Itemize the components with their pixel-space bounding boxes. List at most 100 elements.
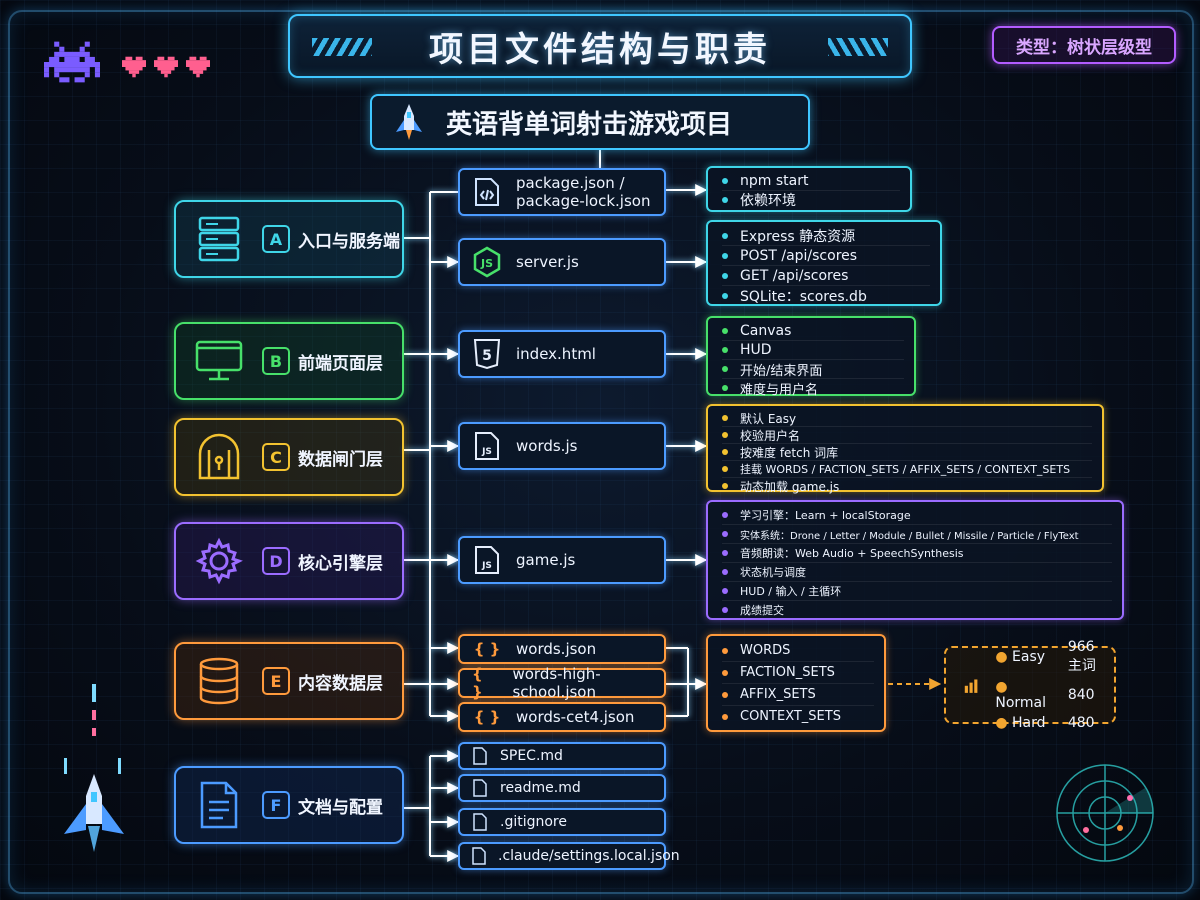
detail-item: 开始/结束界面 xyxy=(722,360,904,379)
svg-text:5: 5 xyxy=(482,348,492,364)
file-words-json[interactable]: { } words.json xyxy=(458,634,666,664)
html5-icon: 5 xyxy=(472,339,502,370)
detail-item: 依赖环境 xyxy=(722,191,900,209)
category-letter: C xyxy=(262,443,290,471)
file-name: server.js xyxy=(516,253,579,271)
title-banner: 项目文件结构与职责 xyxy=(288,14,912,78)
file-name: index.html xyxy=(516,345,596,363)
file-name: SPEC.md xyxy=(500,748,563,764)
nodejs-icon: JS xyxy=(472,246,502,278)
root-node: 英语背单词射击游戏项目 xyxy=(370,94,810,150)
detail-index: Canvas HUD 开始/结束界面 难度与用户名 xyxy=(706,316,916,398)
js-file-icon: JS xyxy=(472,431,502,461)
file-name: words.json xyxy=(516,640,597,658)
file-name: .claude/settings.local.json xyxy=(498,848,680,864)
space-invader-icon xyxy=(44,40,100,88)
detail-package: npm start 依赖环境 xyxy=(706,166,912,212)
detail-item: 动态加载 game.js xyxy=(722,478,1092,494)
heart-icon xyxy=(154,56,178,78)
detail-item: 难度与用户名 xyxy=(722,379,904,398)
detail-item: FACTION_SETS xyxy=(722,662,874,684)
page-title: 项目文件结构与职责 xyxy=(429,29,771,70)
file-index-html[interactable]: 5 index.html xyxy=(458,330,666,378)
file-gitignore[interactable]: .gitignore xyxy=(458,808,666,836)
detail-item: HUD xyxy=(722,341,904,360)
radar-icon xyxy=(1050,758,1160,872)
file-icon xyxy=(472,846,486,866)
root-title: 英语背单词射击游戏项目 xyxy=(446,109,733,140)
category-d: D 核心引擎层 xyxy=(174,522,404,600)
category-label: 数据闸门层 xyxy=(298,449,383,470)
category-label: 入口与服务端 xyxy=(298,231,400,252)
detail-json: WORDS FACTION_SETS AFFIX_SETS CONTEXT_SE… xyxy=(706,634,886,732)
detail-server: Express 静态资源 POST /api/scores GET /api/s… xyxy=(706,220,942,306)
file-icon xyxy=(472,746,488,766)
rocket-icon xyxy=(396,104,422,140)
bar-chart-icon xyxy=(964,679,978,693)
file-name: game.js xyxy=(516,551,576,569)
file-package-json[interactable]: package.json / package-lock.json xyxy=(458,168,666,216)
file-name: package.json / xyxy=(516,174,625,192)
category-c: C 数据闸门层 xyxy=(174,418,404,496)
file-game-js[interactable]: JS game.js xyxy=(458,536,666,584)
detail-game-js: 学习引擎：Learn + localStorage 实体系统：Drone / L… xyxy=(706,500,1124,620)
file-name: words-cet4.json xyxy=(516,708,635,726)
file-words-high-school-json[interactable]: { } words-high-school.json xyxy=(458,665,666,701)
title-stripes-right xyxy=(828,38,888,56)
file-readme-md[interactable]: readme.md xyxy=(458,774,666,802)
file-name: words-high-school.json xyxy=(512,665,601,701)
gear-icon xyxy=(190,535,248,587)
file-claude-settings[interactable]: .claude/settings.local.json xyxy=(458,842,680,870)
file-name: package-lock.json xyxy=(516,192,651,210)
svg-text:JS: JS xyxy=(481,561,492,571)
detail-item: 音频朗读：Web Audio + SpeechSynthesis xyxy=(722,544,1112,563)
file-words-cet4-json[interactable]: { } words-cet4.json xyxy=(458,702,666,732)
detail-item: 实体系统：Drone / Letter / Module / Bullet / … xyxy=(722,525,1112,544)
file-words-js[interactable]: JS words.js xyxy=(458,422,666,470)
outer-frame xyxy=(8,10,1194,894)
file-icon xyxy=(472,812,488,832)
server-icon xyxy=(190,213,248,265)
json-braces-icon: { } xyxy=(473,640,501,658)
detail-item: 按难度 fetch 词库 xyxy=(722,444,1092,461)
category-b: B 前端页面层 xyxy=(174,322,404,400)
category-label: 内容数据层 xyxy=(298,673,383,694)
file-name: .gitignore xyxy=(500,814,567,830)
detail-item: 默认 Easy xyxy=(722,410,1092,427)
category-letter: E xyxy=(262,667,290,695)
detail-item: CONTEXT_SETS xyxy=(722,706,874,727)
detail-item: 学习引擎：Learn + localStorage xyxy=(722,506,1112,525)
detail-item: SQLite：scores.db xyxy=(722,286,930,305)
detail-item: 挂载 WORDS / FACTION_SETS / AFFIX_SETS / C… xyxy=(722,461,1092,478)
detail-item: Canvas xyxy=(722,322,904,341)
category-letter: D xyxy=(262,547,290,575)
title-stripes-left xyxy=(312,38,372,56)
category-a: A 入口与服务端 xyxy=(174,200,404,278)
type-badge: 类型：树状层级型 xyxy=(992,26,1176,64)
detail-item: WORDS xyxy=(722,640,874,662)
spaceship-icon xyxy=(52,684,136,878)
detail-item: 状态机与调度 xyxy=(722,563,1112,582)
file-server-js[interactable]: JS server.js xyxy=(458,238,666,286)
document-icon xyxy=(190,779,248,831)
file-spec-md[interactable]: SPEC.md xyxy=(458,742,666,770)
detail-item: HUD / 输入 / 主循环 xyxy=(722,582,1112,601)
heart-icon xyxy=(186,56,210,78)
svg-text:JS: JS xyxy=(480,257,493,270)
js-file-icon: JS xyxy=(472,545,502,575)
category-label: 前端页面层 xyxy=(298,353,383,374)
detail-item: 校验用户名 xyxy=(722,427,1092,444)
category-label: 核心引擎层 xyxy=(298,553,383,574)
file-icon xyxy=(472,778,488,798)
category-letter: A xyxy=(262,225,290,253)
category-letter: B xyxy=(262,347,290,375)
category-label: 文档与配置 xyxy=(298,797,383,818)
gate-icon xyxy=(190,431,248,483)
detail-item: npm start xyxy=(722,172,900,191)
file-name: readme.md xyxy=(500,780,581,796)
